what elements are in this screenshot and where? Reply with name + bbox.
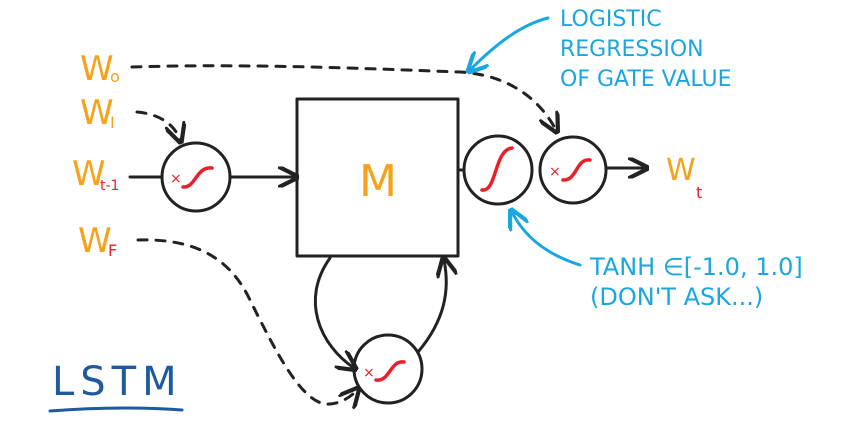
tanh-line-2: (DON'T ASK...) bbox=[590, 283, 763, 311]
memory-cell-box bbox=[295, 97, 460, 258]
w-f-dashed-line bbox=[136, 238, 357, 404]
w-t1-sub: t-1 bbox=[100, 178, 119, 194]
logistic-line-2: REGRESSION bbox=[560, 37, 704, 62]
title-underline bbox=[48, 406, 184, 413]
w-t1-main: W bbox=[72, 154, 106, 194]
tanh-icon bbox=[480, 146, 514, 192]
memory-label: M bbox=[359, 156, 397, 207]
tanh-circle bbox=[462, 134, 534, 206]
input-w-o: W o bbox=[80, 49, 120, 89]
output-gate-circle bbox=[538, 135, 608, 205]
w-o-dashed-line bbox=[130, 64, 556, 130]
lstm-title: LSTM bbox=[52, 359, 183, 405]
w-i-dashed-line bbox=[135, 110, 180, 140]
input-w-i: W I bbox=[80, 93, 115, 133]
output-w-t: W t bbox=[666, 153, 702, 202]
w-o-main: W bbox=[80, 49, 114, 89]
w-i-main: W bbox=[80, 93, 114, 133]
w-t-main: W bbox=[666, 153, 696, 188]
logistic-pointer-arrow bbox=[470, 16, 550, 70]
w-f-sub: F bbox=[108, 241, 117, 260]
input-gate-x: × bbox=[170, 171, 182, 187]
logistic-line-1: LOGISTIC bbox=[560, 7, 662, 32]
forget-gate-x: × bbox=[363, 365, 375, 381]
output-gate-x: × bbox=[549, 164, 561, 180]
w-o-sub: o bbox=[110, 67, 120, 86]
tanh-line-1: TANH ∈[-1.0, 1.0] bbox=[589, 253, 803, 281]
loop-down-arrow bbox=[313, 256, 354, 368]
w-f-main: W bbox=[78, 221, 112, 261]
forget-gate-circle bbox=[352, 333, 424, 405]
input-w-t1: W t-1 bbox=[72, 154, 119, 194]
w-t-sub: t bbox=[696, 183, 702, 202]
loop-up-arrow bbox=[416, 260, 446, 354]
output-gate-sigmoid-icon bbox=[561, 158, 592, 182]
input-w-f: W F bbox=[78, 221, 117, 261]
logistic-line-3: OF GATE VALUE bbox=[560, 67, 732, 92]
input-gate-sigmoid-icon bbox=[181, 166, 214, 189]
w-i-sub: I bbox=[110, 113, 115, 132]
forget-gate-sigmoid-icon bbox=[374, 360, 406, 382]
tanh-pointer-arrow bbox=[512, 212, 582, 267]
